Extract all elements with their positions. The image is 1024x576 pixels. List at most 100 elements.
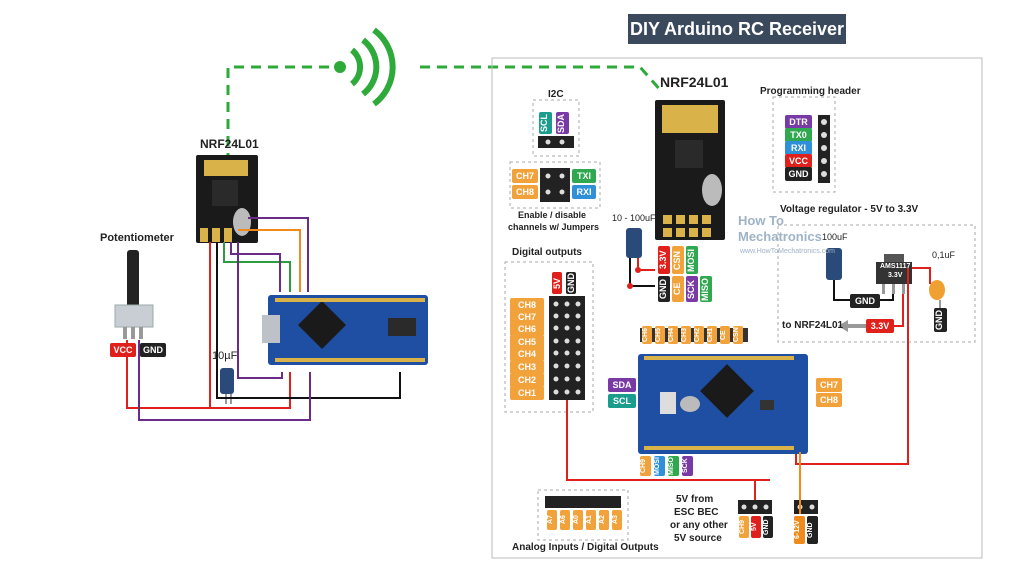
esc-5v-pin: 5V bbox=[751, 516, 761, 538]
i2c-header bbox=[538, 136, 574, 148]
analog-a2-pin: A2 bbox=[599, 510, 609, 530]
promini-miso-pin: MISO bbox=[668, 456, 679, 476]
pot-gnd-pin: GND bbox=[140, 343, 166, 357]
i2c-label: I2C bbox=[548, 89, 564, 100]
analog-box bbox=[537, 489, 629, 541]
prog-header-label: Programming header bbox=[760, 86, 861, 97]
brand-url: www.HowToMechatronics.com bbox=[740, 248, 835, 255]
vreg-out-33v-pin: 3.3V bbox=[866, 319, 894, 333]
digital-5v-pin: 5V bbox=[552, 272, 562, 294]
jumper-ch7-pin: CH7 bbox=[512, 169, 538, 183]
power-6-12v-pin: 6-12V bbox=[794, 516, 805, 544]
power-header bbox=[794, 500, 818, 514]
analog-a7-pin: A7 bbox=[547, 510, 557, 530]
vreg-label: Voltage regulator - 5V to 3.3V bbox=[780, 204, 919, 215]
potentiometer-label: Potentiometer bbox=[100, 232, 174, 244]
left-nrf-module bbox=[196, 155, 258, 243]
potentiometer bbox=[114, 250, 154, 339]
promini-scl-pin: SCL bbox=[608, 394, 636, 408]
vreg-cap2-label: 0,1uF bbox=[932, 250, 956, 260]
jumper-rxi-pin: RXI bbox=[572, 185, 596, 199]
analog-a3-pin: A3 bbox=[612, 510, 622, 530]
digital-ch2-pin: CH2 bbox=[510, 373, 544, 387]
left-wires bbox=[126, 217, 401, 421]
vreg-cap-label: 100uF bbox=[822, 232, 848, 242]
analog-a1-pin: A1 bbox=[586, 510, 596, 530]
pot-vcc-pin: VCC bbox=[110, 343, 136, 357]
promini-ch1-pin: CH1 bbox=[707, 326, 717, 344]
digital-outputs-label: Digital outputs bbox=[512, 247, 582, 258]
promini-csn-pin: CSN bbox=[733, 326, 743, 344]
esc-line-4: 5V source bbox=[674, 533, 722, 544]
promini-ch6-pin: CH6 bbox=[642, 326, 652, 344]
jumper-header bbox=[540, 168, 570, 202]
analog-a6-pin: A6 bbox=[560, 510, 570, 530]
nrf-sck-pin: SCK bbox=[686, 276, 698, 302]
digital-ch6-pin: CH6 bbox=[510, 322, 544, 336]
promini-ch7-side-pin: CH7 bbox=[816, 378, 842, 392]
promini-ch5-pin: CH5 bbox=[655, 326, 665, 344]
promini-ch3-pin: CH3 bbox=[681, 326, 691, 344]
receiver-frame bbox=[491, 57, 983, 559]
jumper-txi-pin: TXI bbox=[572, 169, 596, 183]
prog-rxi-pin: RXI bbox=[785, 141, 812, 155]
promini-sda-pin: SDA bbox=[608, 378, 636, 392]
jumper-ch8-pin: CH8 bbox=[512, 185, 538, 199]
nrf-capacitor bbox=[626, 228, 655, 289]
right-nrf-module bbox=[655, 100, 725, 240]
promini-ch8-side-pin: CH8 bbox=[816, 393, 842, 407]
digital-ch4-pin: CH4 bbox=[510, 347, 544, 361]
wireless-link-left bbox=[226, 65, 330, 180]
prog-header-box bbox=[772, 96, 836, 193]
nrf-33v-pin: 3.3V bbox=[658, 246, 670, 274]
esc-line-1: 5V from bbox=[676, 494, 714, 505]
prog-dtr-pin: DTR bbox=[785, 115, 812, 129]
digital-5v-wire bbox=[566, 400, 770, 481]
nrf-miso-pin: MISO bbox=[700, 276, 712, 302]
esc-ch9-pin: CH9 bbox=[739, 516, 749, 538]
jumper-caption-1: Enable / disable bbox=[518, 210, 587, 220]
esc-line-3: or any other bbox=[670, 520, 728, 531]
power-gnd-pin: GND bbox=[807, 516, 818, 544]
promini-ch2-pin: CH2 bbox=[694, 326, 704, 344]
nrf-csn-pin: CSN bbox=[672, 246, 684, 274]
digital-gnd-pin: GND bbox=[566, 272, 576, 294]
page-title: DIY Arduino RC Receiver bbox=[628, 14, 846, 44]
arduino-pro-mini-board bbox=[638, 354, 808, 454]
brand-line-1: How To bbox=[738, 213, 784, 228]
esc-line-2: ESC BEC bbox=[674, 507, 719, 518]
nrf-cap-label: 10 - 100uF bbox=[612, 213, 656, 223]
analog-label: Analog Inputs / Digital Outputs bbox=[512, 542, 659, 553]
prog-tx0-pin: TX0 bbox=[785, 128, 812, 142]
jumper-caption-2: channels w/ Jumpers bbox=[508, 222, 600, 232]
i2c-box bbox=[532, 99, 580, 157]
vreg-gnd-pin: GND bbox=[850, 294, 880, 308]
digital-ch7-pin: CH7 bbox=[510, 310, 544, 324]
left-cap-label: 10µF bbox=[212, 350, 238, 362]
nrf-gnd-pin: GND bbox=[658, 276, 670, 302]
promini-ce-pin: CE bbox=[720, 326, 730, 344]
promini-mosi-pin: MOSI bbox=[654, 456, 665, 476]
esc-gnd-pin: GND bbox=[763, 516, 773, 538]
right-nrf-label: NRF24L01 bbox=[660, 74, 729, 90]
analog-header bbox=[545, 496, 621, 508]
prog-gnd-pin: GND bbox=[785, 167, 812, 181]
vreg-parts bbox=[795, 248, 945, 465]
digital-ch8-pin: CH8 bbox=[510, 298, 544, 312]
to-nrf-label: to NRF24L01 bbox=[782, 320, 844, 331]
jumper-box bbox=[509, 161, 601, 209]
nrf-ce-pin: CE bbox=[672, 276, 684, 302]
digital-header-pins bbox=[553, 301, 581, 395]
left-nrf-label: NRF24L01 bbox=[200, 137, 259, 151]
digital-outputs-box bbox=[504, 261, 594, 413]
promini-ch9-pin: CH9 bbox=[640, 456, 651, 476]
digital-ch3-pin: CH3 bbox=[510, 360, 544, 374]
i2c-sda-pin: SDA bbox=[556, 112, 569, 134]
promini-ch4-pin: CH4 bbox=[668, 326, 678, 344]
analog-a0-pin: A0 bbox=[573, 510, 583, 530]
digital-ch1-pin: CH1 bbox=[510, 386, 544, 400]
vreg-box bbox=[777, 224, 976, 343]
prog-vcc-pin: VCC bbox=[785, 154, 812, 168]
